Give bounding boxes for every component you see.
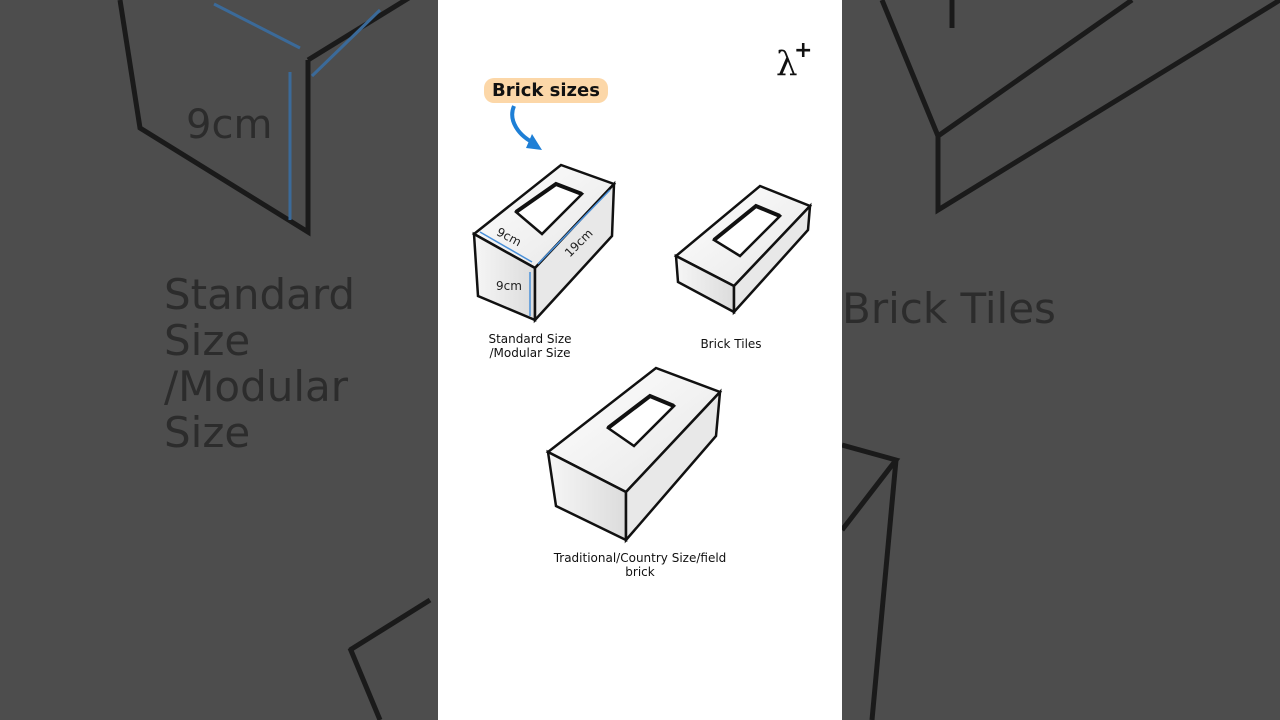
traditional-caption: Traditional/Country Size/field brick xyxy=(553,551,727,579)
standard-height-dim: 9cm xyxy=(496,279,522,293)
background-right-label: Brick Tiles xyxy=(842,284,1056,333)
traditional-brick xyxy=(545,366,723,544)
background-brick-right xyxy=(842,0,1280,720)
bricks-diagram xyxy=(471,105,813,544)
pointer-arrow-head xyxy=(526,134,542,150)
standard-size-caption: Standard Size /Modular Size xyxy=(488,332,572,360)
standard-brick xyxy=(471,163,617,324)
brick-tiles-caption: Brick Tiles xyxy=(700,337,762,351)
lambda-logo: λ xyxy=(776,44,798,84)
logo-plus-icon: + xyxy=(794,38,813,63)
background-left-label: Standard Size /Modular Size xyxy=(164,270,356,457)
brick-sizes-tag: Brick sizes xyxy=(484,78,608,103)
background-brick-left xyxy=(117,0,432,720)
diagram-panel: Brick sizes λ + 9cm 9cm 19cm Standard Si… xyxy=(438,0,842,720)
background-right: Brick Tiles xyxy=(842,0,1280,720)
background-height-dim: 9cm xyxy=(186,102,273,148)
background-left: 9cm Standard Size /Modular Size xyxy=(0,0,438,720)
brick-tile xyxy=(673,184,813,316)
